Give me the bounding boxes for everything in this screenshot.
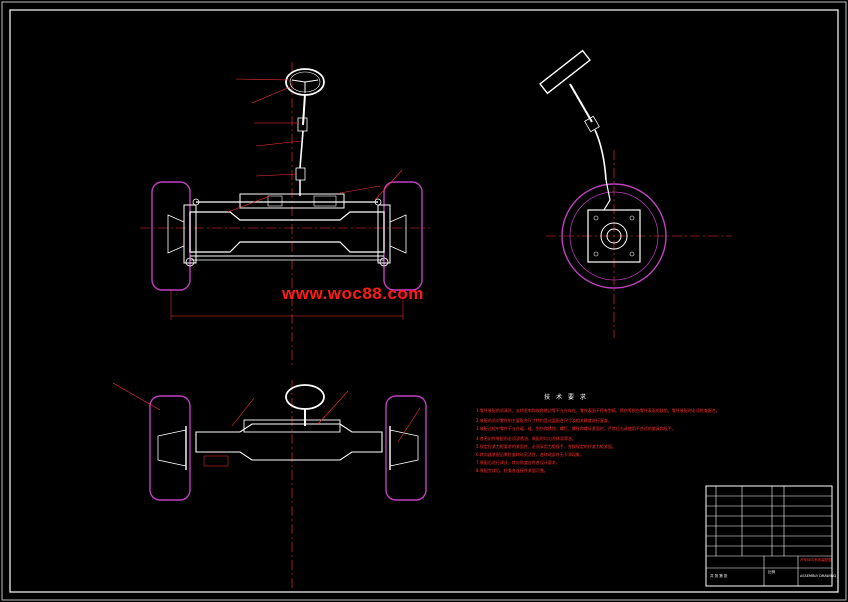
rack-housing [239,193,345,209]
right-wheel-front-view [385,395,427,501]
left-wheel-front-view [149,395,191,501]
technical-requirements-title: 技 术 要 求 [544,394,588,401]
side-view-wheel [539,49,732,338]
title-block-scale: 比例 [768,570,775,574]
knuckle-flange [587,209,641,263]
drawing-frame [9,9,839,593]
top-view-front-axle [140,62,430,368]
tech-note-3: 3.装配过程中零件不允许磕、碰、划伤和锈蚀，螺钉、螺栓和螺母紧固时，严禁打击或使… [476,426,676,431]
tech-note-6: 6.转向器装配后需检查转动灵活性，各转动部件无卡滞现象。 [476,452,584,457]
title-block-sheet: 共 张 第 张 [710,574,728,578]
title-block-drawing-name: 汽车转向系统装配图 [800,558,832,562]
tech-note-7: 7.装配后进行调试，转向角度应符合设计要求。 [476,460,560,465]
tech-note-2: 2.装配前须对零件的主要配合尺寸特别是过盈配合尺寸及相关精度进行复查。 [476,418,612,423]
title-block-org: ASSEMBLY DRAWING [800,574,837,578]
tech-note-1: 1.零件装配前须清洗，去除毛刺和锐角棱边等不允许存在，零件表面不得有划痕、擦伤等… [476,408,720,413]
title-block [705,485,833,587]
front-view-axle [112,380,427,590]
axle-beam [189,211,385,253]
tech-note-4: 4.各密封件装配前必须浸透油，装配时均匀涂抹润滑油。 [476,436,576,441]
tech-note-5: 5.规定拧紧力矩要求的紧固件，必须采用力矩扳手，并按规定的拧紧力矩紧固。 [476,444,616,449]
steering-wheel-front [285,384,325,410]
wheel-outer-circle [561,183,667,289]
steering-wheel-side [539,49,591,95]
tech-note-8: 8.装配完成后，检查各连接件紧固可靠。 [476,468,548,473]
steering-column [302,93,306,126]
watermark-text: www.woc88.com [282,284,424,303]
